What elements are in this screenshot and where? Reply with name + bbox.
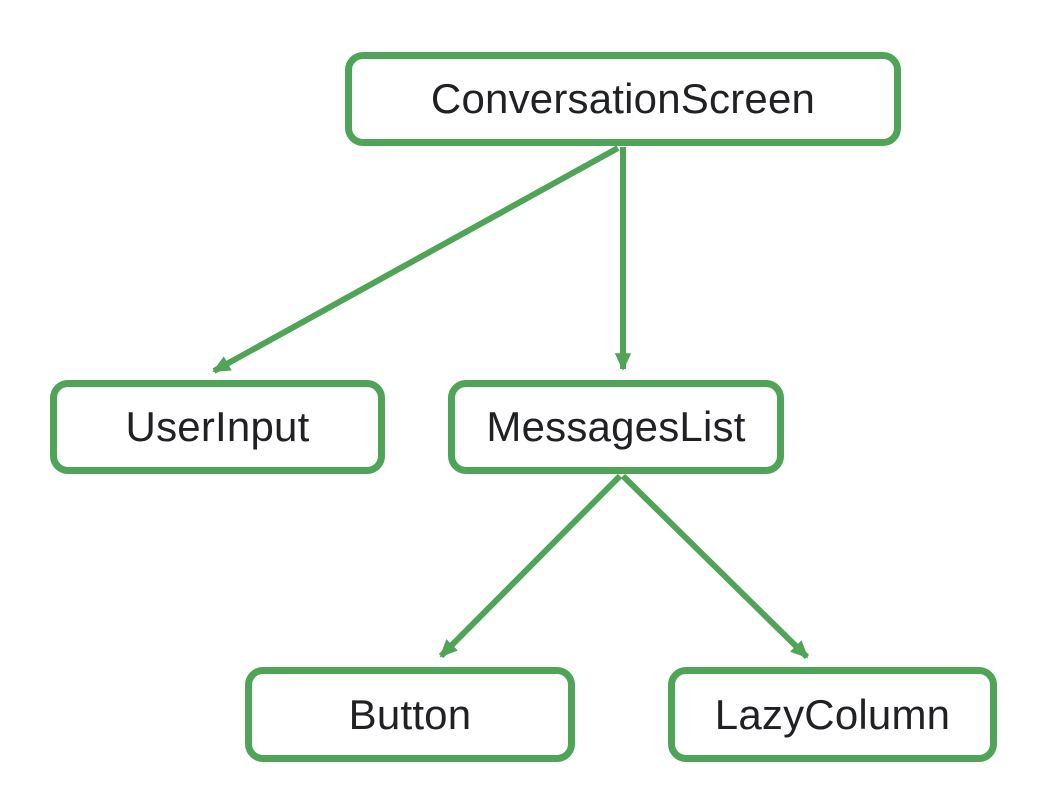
- edge-messageslist-to-button: [438, 473, 623, 659]
- node-conversationscreen: ConversationScreen: [345, 52, 901, 146]
- node-userinput: UserInput: [50, 380, 385, 474]
- node-lazycolumn-label: LazyColumn: [714, 690, 951, 738]
- node-button-label: Button: [348, 690, 472, 738]
- node-userinput-label: UserInput: [125, 403, 310, 450]
- edge-conversationscreen-to-userinput: [212, 145, 620, 374]
- node-messageslist-label: MessagesList: [486, 403, 746, 450]
- node-lazycolumn: LazyColumn: [668, 667, 997, 762]
- edge-messageslist-to-lazycolumn: [620, 473, 810, 660]
- node-conversationscreen-label: ConversationScreen: [430, 75, 816, 122]
- node-messageslist: MessagesList: [448, 380, 784, 474]
- node-button: Button: [245, 667, 575, 762]
